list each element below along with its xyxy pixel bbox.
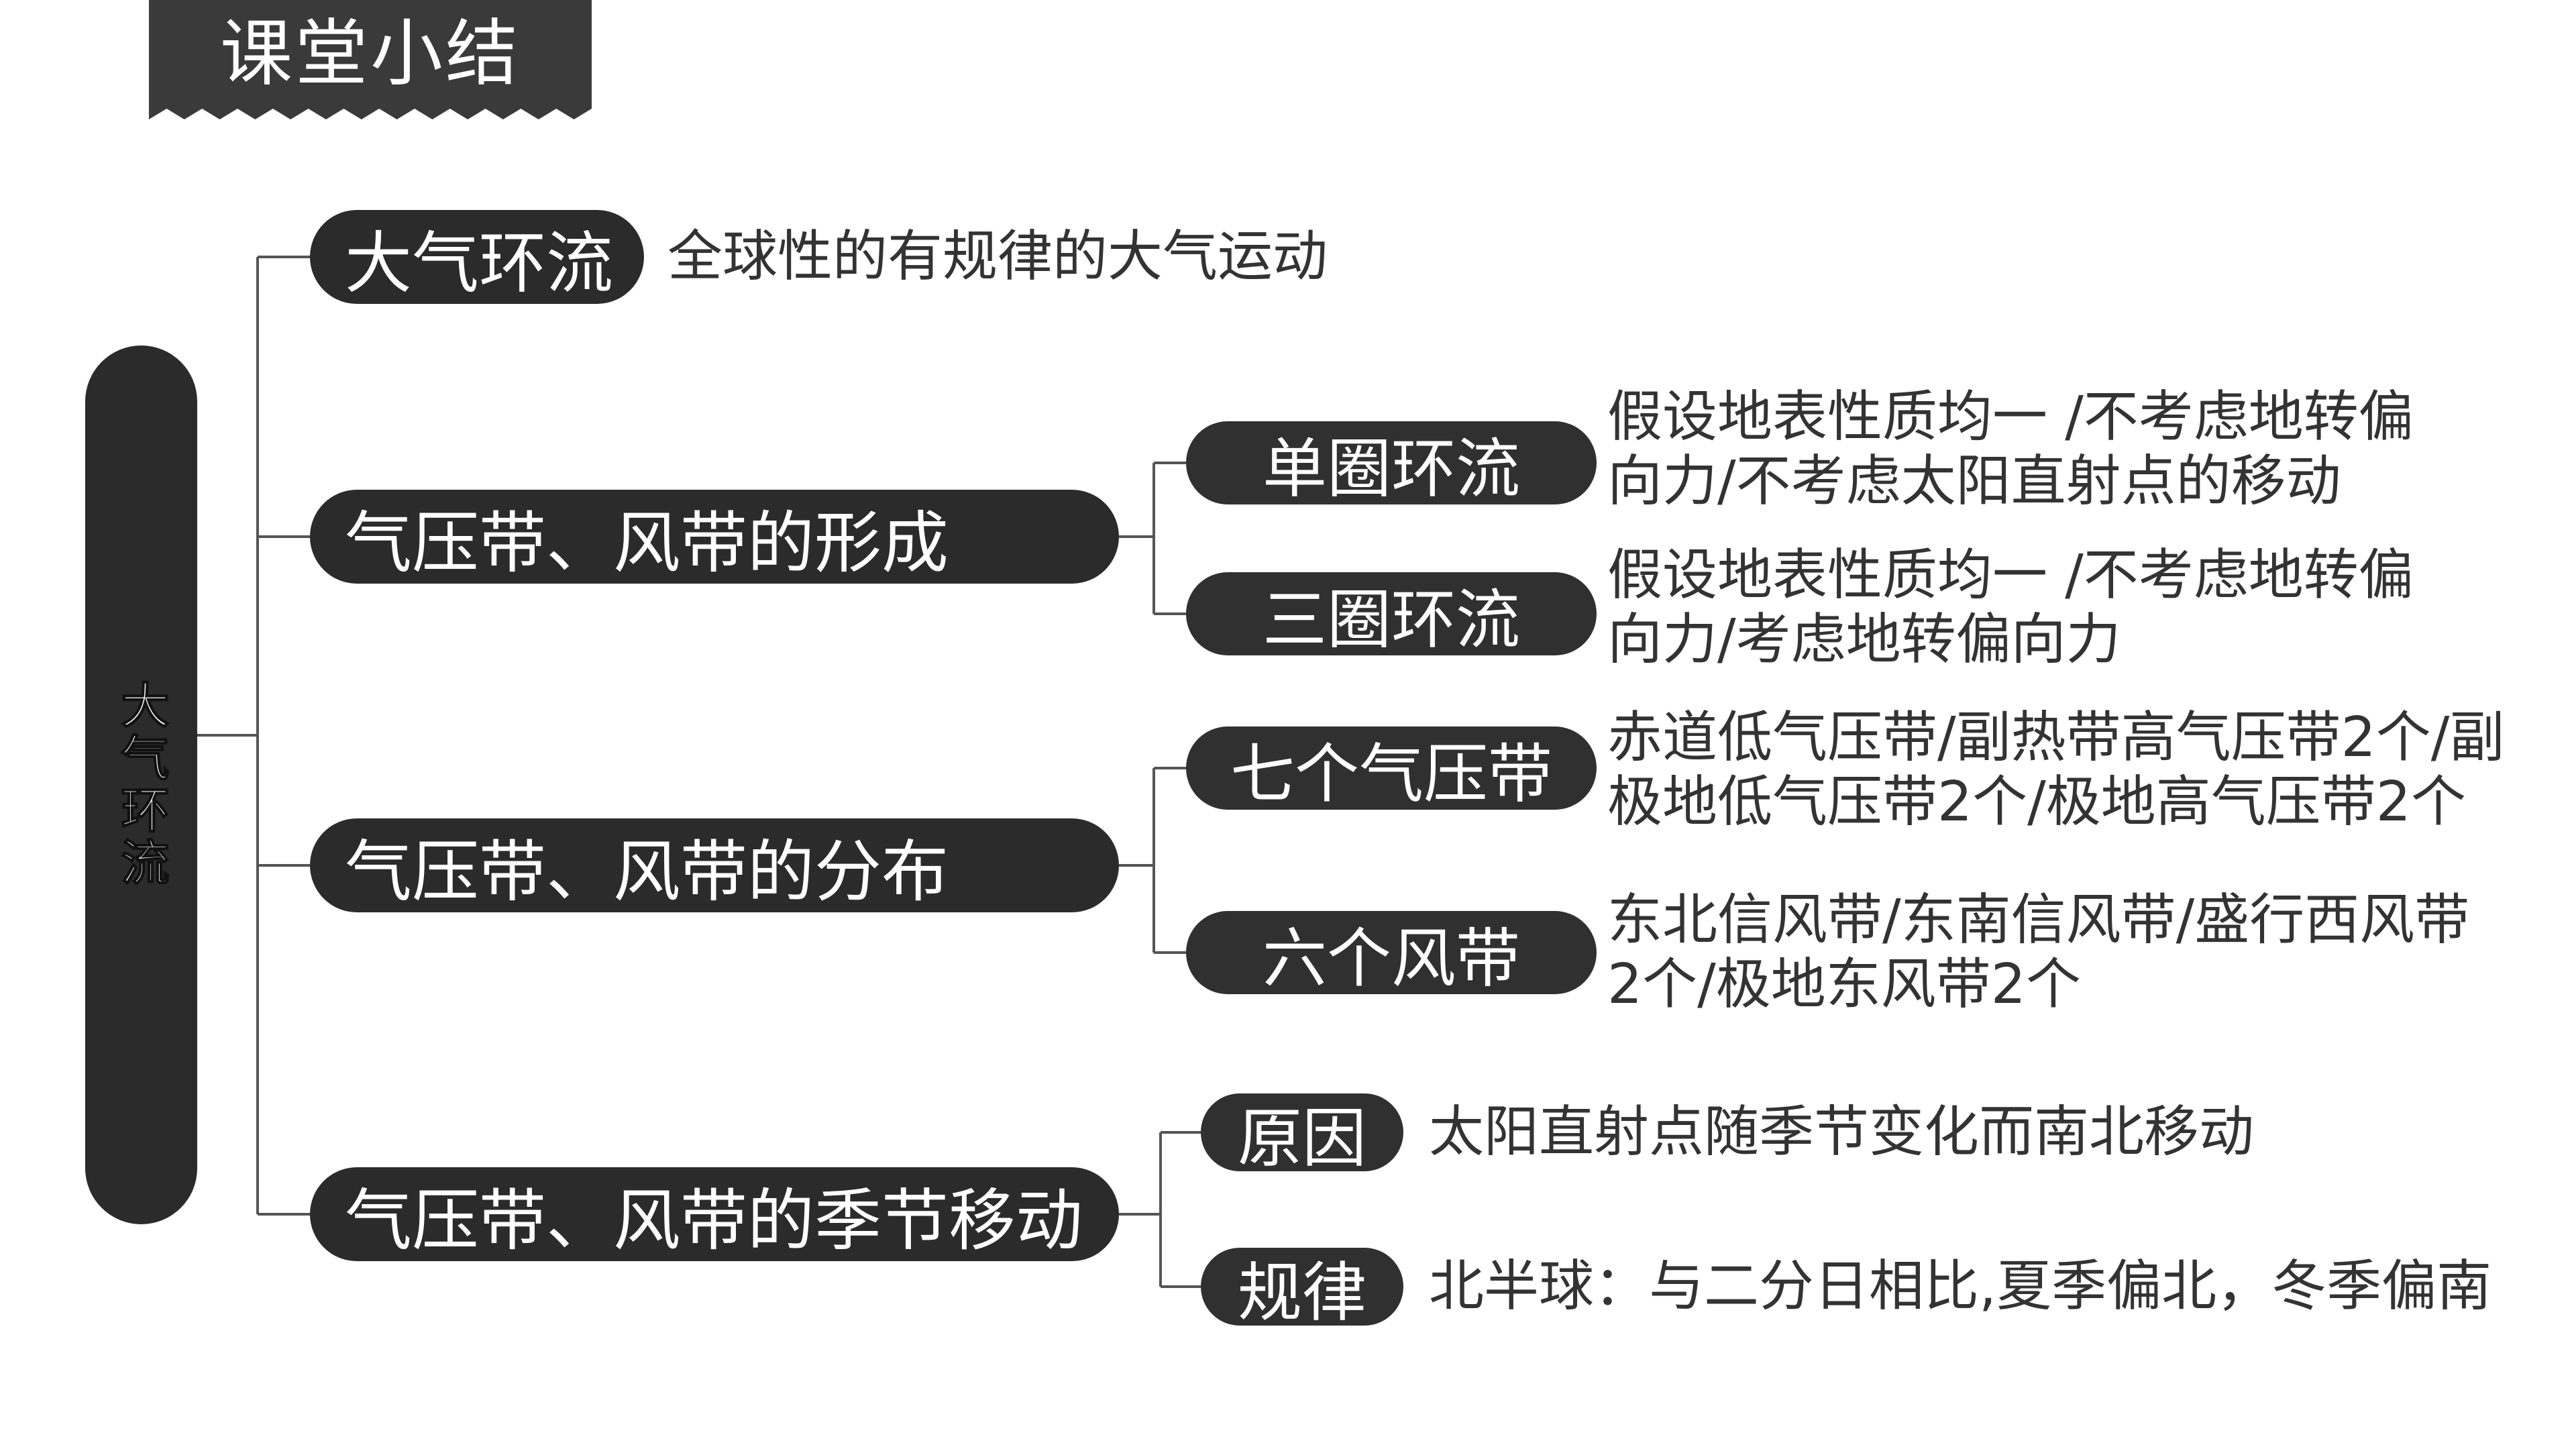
node-single-cell: 单圈环流 bbox=[1186, 421, 1597, 506]
node-label: 原因 bbox=[1238, 1100, 1366, 1176]
branch-formation: 气压带、风带的形成 bbox=[310, 490, 1119, 584]
pressure-belts-desc-line1: 赤道低气压带/副热带高气压带2个/副 bbox=[1607, 706, 2505, 769]
node-pressure-belts: 七个气压带 bbox=[1186, 727, 1597, 812]
node-cause: 原因 bbox=[1201, 1093, 1403, 1176]
rule-desc: 北半球：与二分日相比,夏季偏北，冬季偏南 bbox=[1429, 1254, 2492, 1318]
wind-belts-desc-line1: 东北信风带/东南信风带/盛行西风带 bbox=[1607, 888, 2470, 952]
branch-general-circulation-desc: 全球性的有规律的大气运动 bbox=[667, 225, 1328, 288]
branch-seasonal-shift: 气压带、风带的季节移动 bbox=[310, 1167, 1119, 1261]
pressure-belts-desc-line2: 极地低气压带2个/极地高气压带2个 bbox=[1607, 770, 2466, 834]
cause-desc: 太阳直射点随季节变化而南北移动 bbox=[1429, 1100, 2255, 1164]
single-cell-desc-line1: 假设地表性质均一 /不考虑地转偏 bbox=[1607, 385, 2414, 449]
branch-general-circulation: 大气环流 bbox=[310, 210, 644, 304]
node-three-cell: 三圈环流 bbox=[1186, 572, 1597, 657]
node-wind-belts: 六个风带 bbox=[1186, 911, 1597, 996]
node-label: 规律 bbox=[1238, 1254, 1366, 1330]
node-rule: 规律 bbox=[1201, 1248, 1403, 1330]
node-label: 单圈环流 bbox=[1263, 431, 1520, 506]
three-cell-desc-line2: 向力/考虑地转偏向力 bbox=[1607, 608, 2121, 672]
wind-belts-desc-line2: 2个/极地东风带2个 bbox=[1607, 953, 2081, 1016]
branch-label: 气压带、风带的季节移动 bbox=[345, 1181, 1083, 1260]
three-cell-desc-line1: 假设地表性质均一 /不考虑地转偏 bbox=[1607, 543, 2414, 607]
root-node: 大气环流 bbox=[85, 345, 197, 1224]
node-label: 三圈环流 bbox=[1263, 582, 1520, 657]
root-node-label: 大气环流 bbox=[112, 680, 170, 890]
node-label: 六个风带 bbox=[1263, 920, 1520, 996]
branch-label: 气压带、风带的形成 bbox=[345, 503, 949, 582]
branch-distribution: 气压带、风带的分布 bbox=[310, 818, 1119, 912]
branch-label: 气压带、风带的分布 bbox=[345, 832, 949, 911]
branch-label: 大气环流 bbox=[345, 223, 613, 303]
section-title: 课堂小结 bbox=[219, 12, 521, 96]
section-title-tab: 课堂小结 bbox=[149, 0, 592, 119]
node-label: 七个气压带 bbox=[1230, 736, 1552, 812]
single-cell-desc-line2: 向力/不考虑太阳直射点的移动 bbox=[1607, 449, 2341, 513]
